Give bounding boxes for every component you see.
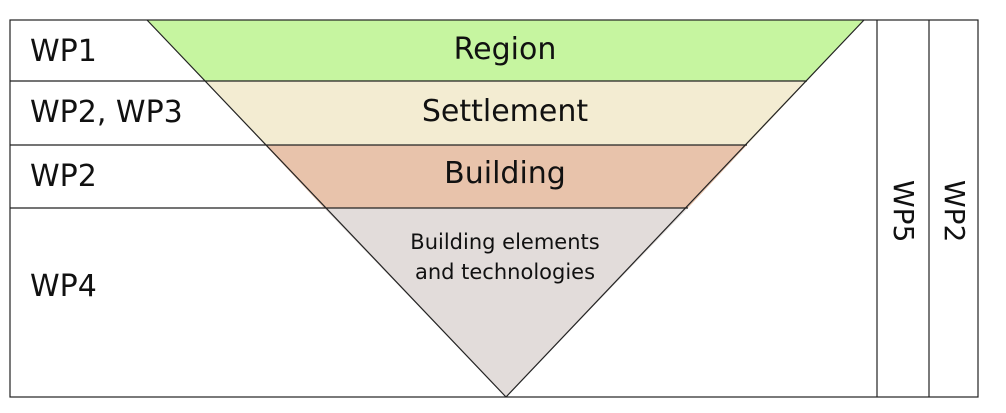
row-label-settlement: WP2, WP3 xyxy=(30,95,183,130)
row-label-region: WP1 xyxy=(30,34,97,69)
row-label-building: WP2 xyxy=(30,159,97,194)
grid-lines xyxy=(9,19,979,398)
elements-layer xyxy=(324,208,688,397)
layer-label-elements-line1: Building elements xyxy=(410,230,600,254)
building-layer xyxy=(265,145,747,208)
settlement-layer xyxy=(205,81,807,145)
layer-label-elements-line2: and technologies xyxy=(414,260,596,284)
layer-label-region: Region xyxy=(453,32,557,67)
region-layer xyxy=(147,20,864,81)
row-label-elements: WP4 xyxy=(30,269,97,304)
layer-label-building: Building xyxy=(444,156,566,191)
column-label-first: WP5 xyxy=(887,180,920,243)
column-label-second: WP2 xyxy=(938,180,971,243)
layer-label-settlement: Settlement xyxy=(421,94,589,129)
